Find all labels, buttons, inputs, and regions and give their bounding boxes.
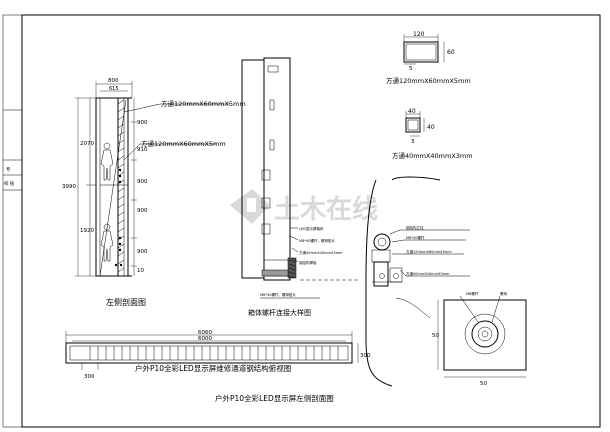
dim-top-800: 800: [108, 78, 119, 84]
plate-label-1: M8螺杆: [466, 291, 479, 296]
middle-elevation: LED显示屏箱体 M8*40螺杆，螺母垫片 方通40mmX40mmX3mm 钢结…: [241, 57, 343, 317]
profile2-thickness: 3: [411, 139, 415, 145]
dim-r900d: 900: [137, 249, 148, 255]
profile2-height: 40: [427, 124, 435, 131]
profile2-label: 方通40mmX40mmX3mm: [392, 151, 473, 160]
plate-dim-h: 50: [432, 333, 439, 339]
dim-3990: 3990: [62, 184, 76, 190]
bracket-note-4: 方通40mmX40mmX3mm: [406, 271, 450, 276]
callout-1: 方通120mmX60mmX5mm: [161, 99, 246, 108]
plan-rungs: [89, 346, 339, 360]
watermark-text: 土木在线: [274, 195, 378, 225]
bracket-detail: 钢结构立柱 M8*40螺杆 方通120mmX60mmX5mm 方通40mmX40…: [300, 176, 470, 387]
title-block-label-top: 专: [6, 166, 11, 173]
dim-1920: 1920: [80, 228, 94, 234]
plan-dim-6000: 6000: [198, 336, 212, 342]
dim-r910: 910: [137, 147, 148, 153]
mid-note-5: M8*40螺杆，螺母垫片: [260, 292, 296, 297]
mid-note-4: 钢结构焊接: [299, 260, 317, 265]
mid-note-3: 方通40mmX40mmX3mm: [299, 250, 343, 255]
callout-2: 方通120mmX60mmX5mm: [141, 139, 226, 148]
title-block-label-bottom: 校 核: [4, 180, 15, 187]
plan-view: 6060 6000 300 300 户外P10全彩LED显示屏维修通道钢结构俯视…: [65, 330, 371, 380]
bracket-note-1: 钢结构立柱: [406, 225, 424, 230]
bolt-assembly: [261, 257, 297, 279]
left-section-caption: 左侧剖面图: [106, 297, 146, 307]
title-block: 专 校 核: [2, 14, 23, 428]
plan-dim-300-right: 300: [360, 353, 371, 359]
dim-r900a: 900: [137, 120, 148, 126]
plan-dim-6060: 6060: [198, 330, 212, 336]
profile-40x40: 40 40 3 方通40mmX40mmX3mm: [392, 108, 473, 160]
left-section-view: 800 615 2070 3990 1920 900 910 900 900 9…: [62, 78, 246, 307]
mid-note-1: LED显示屏箱体: [299, 226, 324, 231]
profile1-width: 120: [413, 31, 425, 38]
mid-note-2: M8*40螺杆，螺母垫片: [299, 238, 335, 243]
bracket-note-3: 方通120mmX60mmX5mm: [406, 249, 452, 254]
bracket-note-2: M8*40螺杆: [406, 235, 425, 240]
plan-view-caption: 户外P10全彩LED显示屏维修通道钢结构俯视图: [135, 363, 291, 373]
dim-2070: 2070: [80, 141, 94, 147]
dim-r900b: 900: [137, 179, 148, 185]
profile1-height: 60: [447, 49, 455, 56]
plate-dim-w: 50: [480, 381, 487, 387]
dim-r10: 10: [137, 268, 144, 274]
base-plate-detail: M8螺杆 螺母 50 50: [432, 291, 527, 387]
profile-120x60: 120 60 5 方通120mmX60mmX5mm: [386, 31, 471, 85]
profile2-width: 40: [408, 108, 416, 115]
plan-dim-300-left: 300: [84, 374, 95, 380]
middle-section-caption: 箱体螺杆连接大样图: [248, 308, 311, 317]
profile1-thickness: 5: [409, 66, 413, 72]
bottom-caption: 户外P10全彩LED显示屏左侧剖面图: [215, 393, 334, 403]
profile1-label: 方通120mmX60mmX5mm: [386, 76, 471, 85]
dim-top-615: 615: [109, 86, 119, 92]
dim-r900c: 900: [137, 208, 148, 214]
watermark: 土木在线: [230, 189, 378, 225]
plate-label-2: 螺母: [500, 291, 508, 296]
